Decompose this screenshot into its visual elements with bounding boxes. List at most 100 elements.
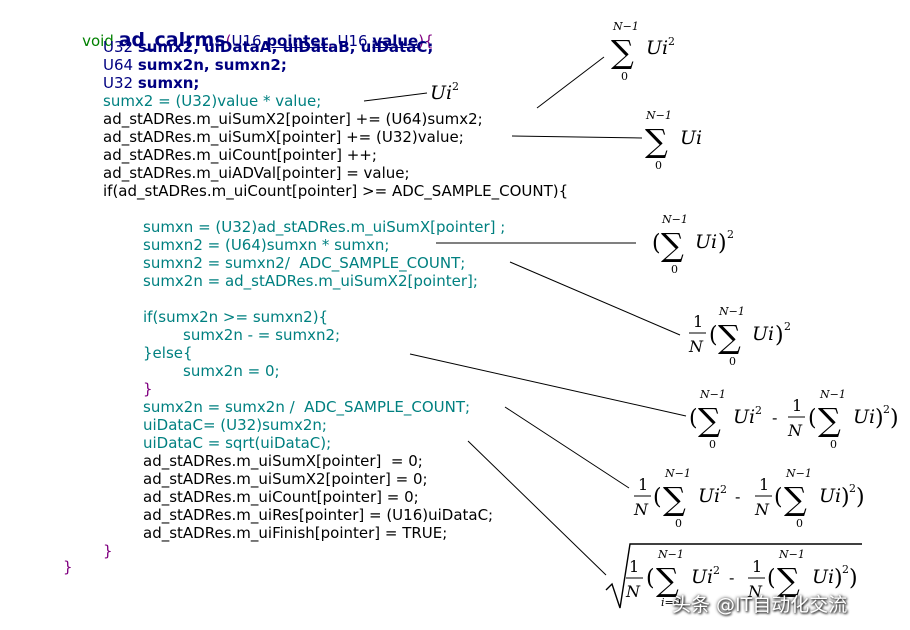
formula-rms: 1 N N−1 ( ∑ i=0 Ui 2 - 1 N N−1 ( ∑ Ui ) … [605,543,862,609]
minus-sign: - [735,487,740,506]
formula-variance-sum: N−1 ( ∑ 0 Ui 2 - 1 N N−1 ( ∑ 0 Ui ) 2 ) [689,388,899,451]
fraction-numerator: 1 [759,475,769,494]
fraction-numerator: 1 [638,475,648,494]
formula-upper: N−1 [612,20,639,33]
formula-lower: 0 [709,438,716,451]
code-line-sumx2n: sumx2n = ad_stADRes.m_uiSumX2[pointer]; [143,272,478,290]
formula-lower: 0 [675,517,682,530]
paren-close: ) [890,406,899,431]
code-line-zero: sumx2n = 0; [183,362,280,380]
paren-close: ) [849,566,858,591]
code-line-sumX2: ad_stADRes.m_uiSumX2[pointer] += (U64)su… [103,110,483,128]
formula-exp: 2 [720,483,727,496]
comma: , [327,32,338,50]
connector-lines [363,56,687,576]
code-line-sumX: ad_stADRes.m_uiSumX[pointer] += (U32)val… [103,128,464,146]
paren-close: ) [875,406,884,431]
formula-exp: 2 [755,404,762,417]
watermark: 头条 @IT自动化交流 [672,594,848,616]
formula-term: Ui [812,566,834,588]
connector-line [504,406,630,489]
formula-term: Ui [733,406,755,428]
sigma-symbol: ∑ [663,480,686,518]
formula-lower: 0 [655,159,662,172]
paren-open: ( [653,485,662,510]
formula-exp: 2 [784,320,791,333]
decl-vars: sumxn; [137,74,200,92]
code-line-if2: if(sumx2n >= sumxn2){ [143,308,329,326]
code-line-sumxn2a: sumxn2 = (U64)sumxn * sumxn; [143,236,390,254]
param-type: U16 [231,32,267,50]
code-line-sub: sumx2n - = sumxn2; [183,326,341,344]
sigma-symbol: ∑ [645,122,668,160]
code-line-uic2: uiDataC = sqrt(uiDataC); [143,434,332,452]
formula-term: Ui [853,406,875,428]
param-value: value [372,32,419,50]
formula-sum-ui-squared: N−1 ∑ 0 Ui 2 [611,20,675,83]
paren-close: ) [856,485,865,510]
code-line-sumx2: sumx2 = (U32)value * value; [103,92,322,110]
fraction-denominator: N [787,421,803,440]
formula-exp: 2 [842,563,849,576]
paren-open: ( [689,406,698,431]
paren-open: ( [767,566,776,591]
fraction-denominator: N [747,582,763,601]
connector-line [511,135,643,139]
formula-variance: 1 N N−1 ( ∑ 0 Ui 2 - 1 N N−1 ( ∑ 0 Ui ) … [633,467,865,530]
sigma-symbol: ∑ [611,33,634,71]
code-line-sumxn: sumxn = (U32)ad_stADRes.m_uiSumX[pointer… [143,218,506,236]
code-line-close: } [63,558,73,576]
code-line-reset: ad_stADRes.m_uiSumX2[pointer] = 0; [143,470,428,488]
code-line-reset: ad_stADRes.m_uiCount[pointer] = 0; [143,488,419,506]
code-line-finish: ad_stADRes.m_uiFinish[pointer] = TRUE; [143,524,448,542]
code-line-sumxn2b: sumxn2 = sumxn2/ ADC_SAMPLE_COUNT; [143,254,466,272]
formula-term: Ui [691,566,713,588]
formula-upper: N−1 [661,213,688,226]
paren: ( [225,32,232,50]
formula-exp: 2 [883,403,890,416]
formula-upper: N−1 [657,548,684,561]
paren-open: ( [709,323,718,348]
sigma-symbol: ∑ [784,480,807,518]
connector-line [409,353,687,417]
minus-sign: - [772,408,777,427]
sigma-symbol: ∑ [818,401,841,439]
sigma-symbol: ∑ [661,226,684,264]
sigma-symbol: ∑ [777,561,800,599]
function-name: ad_calrms [118,29,226,51]
decl-line: U64 sumx2n, sumxn2; [103,56,287,74]
formula-lower: 0 [621,70,628,83]
brace: ){ [418,32,434,50]
code-line-if: if(ad_stADRes.m_uiCount[pointer] >= ADC_… [103,182,569,200]
fraction-numerator: 1 [752,557,762,576]
connector-line [536,56,605,109]
code-line-uic1: uiDataC= (U32)sumx2n; [143,416,327,434]
formula-exp: 2 [849,482,856,495]
sigma-symbol: ∑ [718,318,741,356]
fraction-numerator: 1 [693,312,703,331]
decl-vars: sumx2, uiDataA, uiDataB, uiDataC; [137,38,434,56]
code-line-else: }else{ [143,344,193,362]
function-signature: void ad_calrms(U16 pointer, U16 value){ [63,13,434,68]
return-type: void [82,32,114,50]
decl-vars: sumx2n, sumxn2; [137,56,287,74]
formula-lower: 0 [796,517,803,530]
paren-close: ) [718,231,727,256]
fraction-denominator: N [633,500,649,519]
sigma-symbol: ∑ [656,561,679,599]
formula-term: Ui [680,127,702,149]
decl-type: U32 [103,74,138,92]
code-line-reset: ad_stADRes.m_uiSumX[pointer] = 0; [143,452,423,470]
formula-exp: 2 [452,80,459,93]
code-line-close: } [103,542,113,560]
code-line-close: } [143,380,153,398]
formula-exp: 2 [727,228,734,241]
formula-term: Ui [430,82,452,104]
paren-open: ( [774,485,783,510]
paren-open: ( [652,231,661,256]
connector-line [509,261,681,336]
param-type: U16 [337,32,373,50]
formula-upper: N−1 [785,467,812,480]
formula-lower: 0 [671,263,678,276]
